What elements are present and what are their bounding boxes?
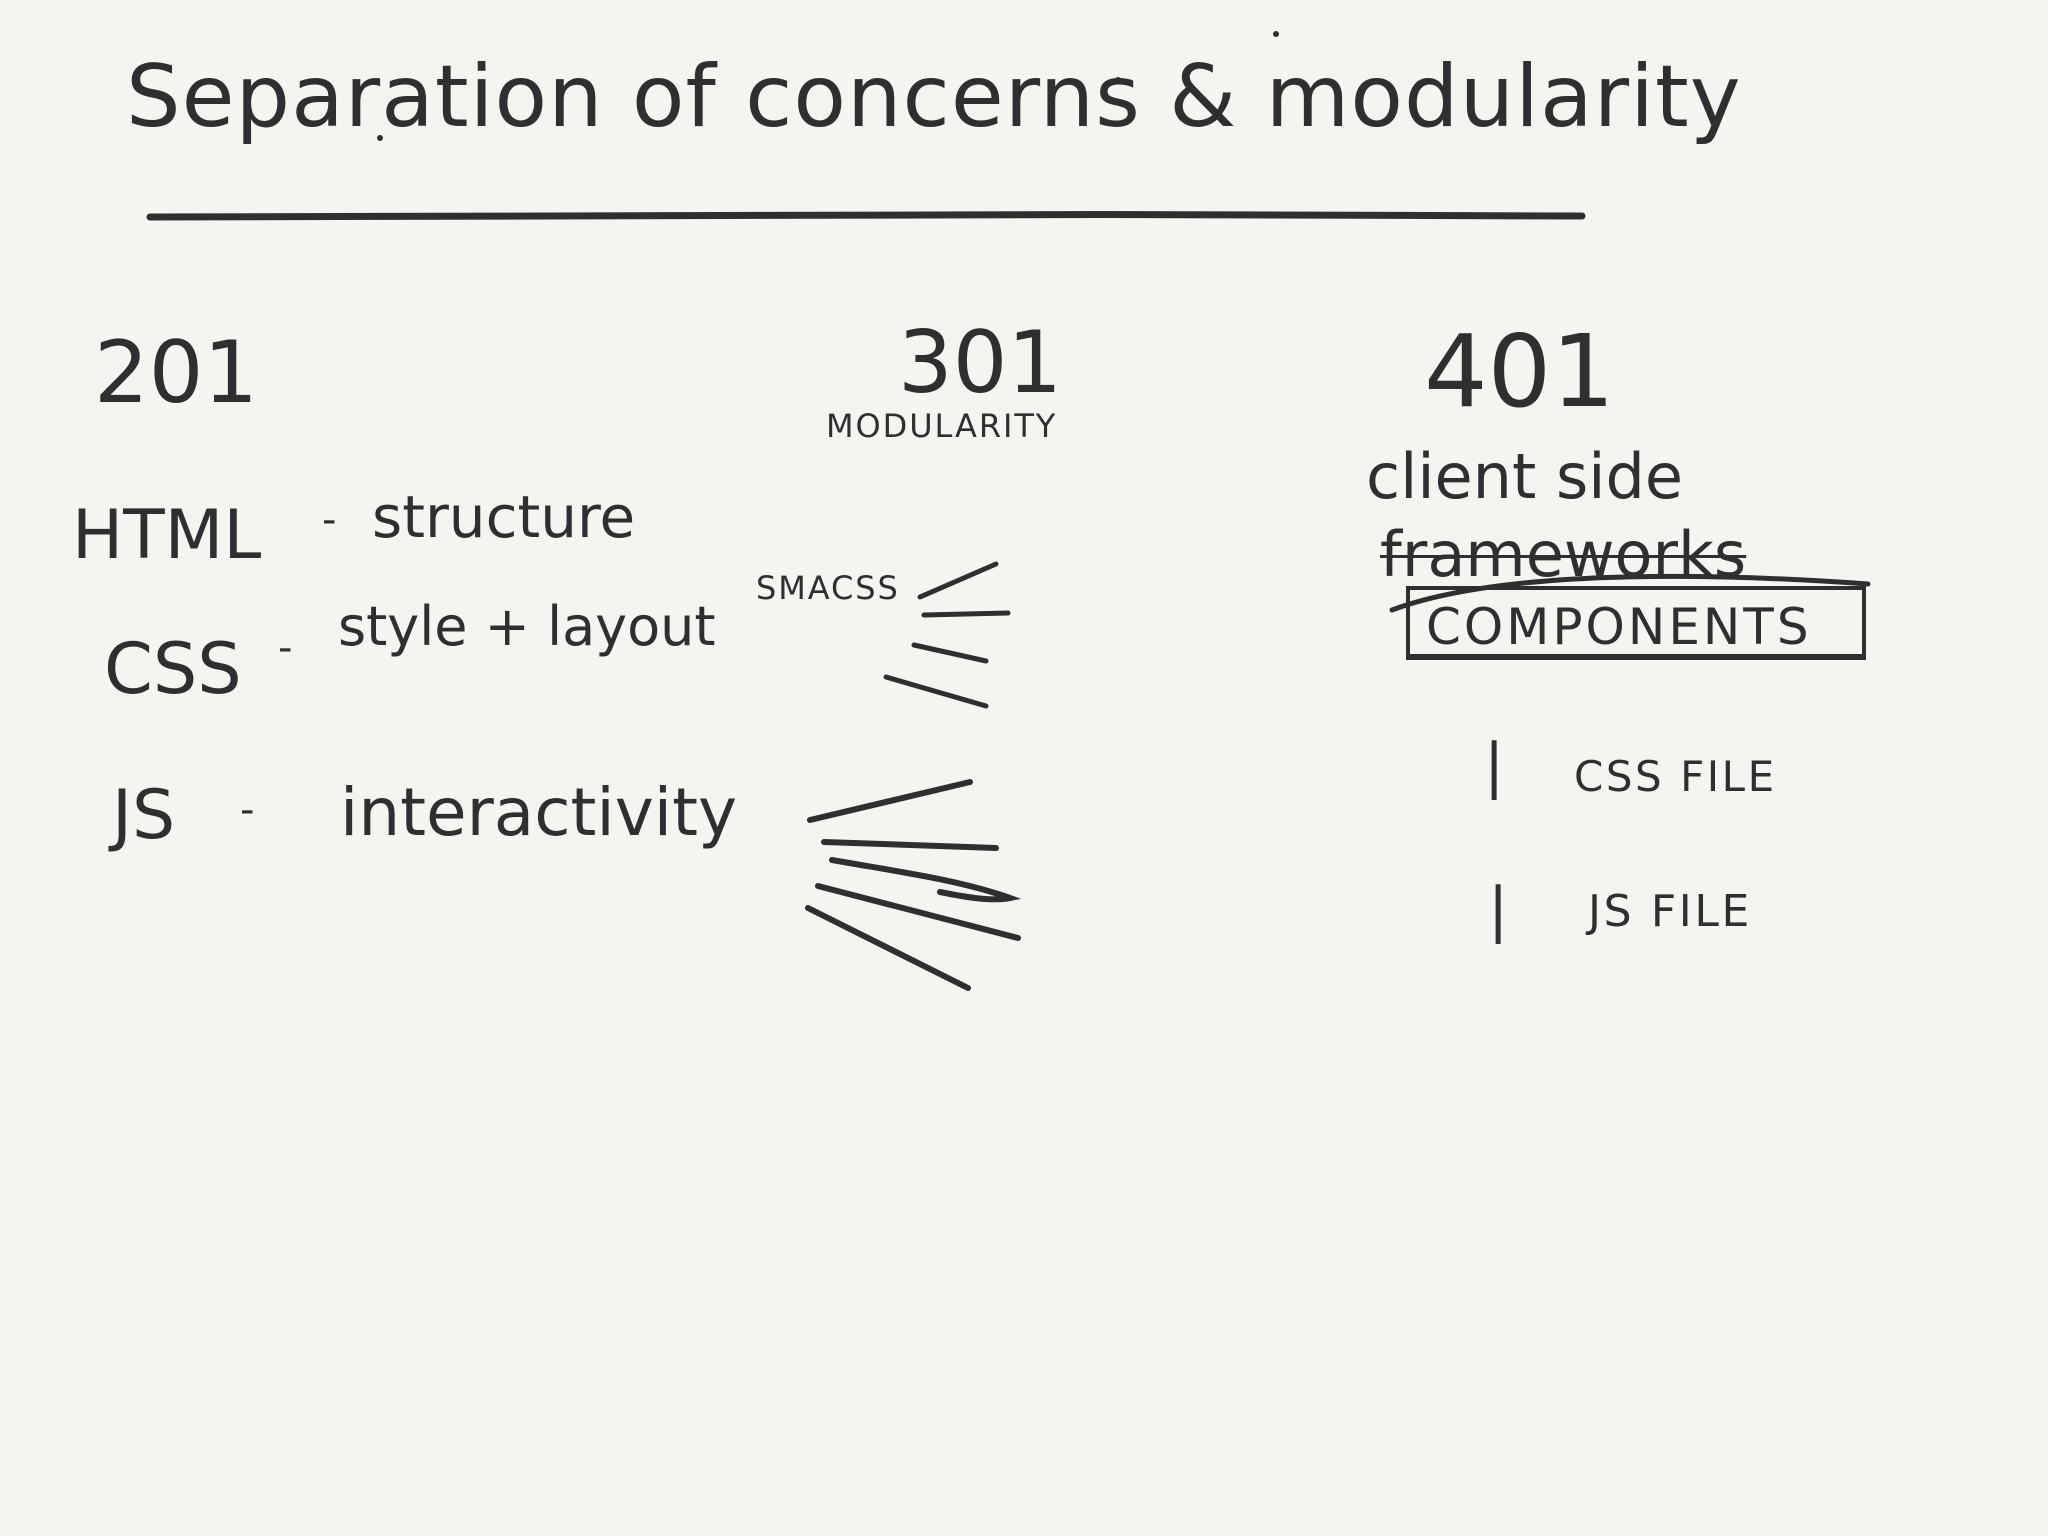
js-line-3 [829, 857, 1022, 903]
subheading-modularity: MODULARITY [826, 407, 1058, 445]
js-file-label: JS FILE [1588, 886, 1752, 937]
row-html-term: HTML [72, 496, 262, 575]
row-css-description: style + layout [338, 595, 716, 658]
client-side-label: client side [1366, 440, 1684, 513]
js-line-5 [805, 905, 971, 991]
heading-401: 401 [1424, 313, 1615, 430]
row-js-dash: - [240, 787, 255, 833]
title-underline [146, 210, 1586, 221]
css-file-label: CSS FILE [1574, 752, 1777, 801]
row-css-term: CSS [104, 628, 242, 710]
js-line-2 [821, 839, 999, 851]
row-js-description: interactivity [340, 774, 738, 851]
js-line-1 [807, 779, 973, 823]
smacss-line-1 [917, 561, 999, 600]
heading-301: 301 [898, 313, 1063, 413]
row-css-dash: - [278, 625, 293, 671]
js-line-4 [815, 883, 1021, 941]
smacss-line-3 [911, 642, 989, 664]
row-html-dash: - [322, 497, 337, 543]
smacss-label: SMACSS [756, 569, 900, 607]
css-file-bar: | [1484, 731, 1505, 801]
row-html-description: structure [372, 483, 636, 551]
ink-dot-1 [1273, 31, 1279, 37]
frameworks-label: frameworks [1380, 518, 1747, 591]
page-title: Separation of concerns & modularity [126, 47, 1742, 147]
smacss-line-2 [921, 610, 1011, 618]
smacss-line-4 [883, 674, 989, 709]
components-label: COMPONENTS [1426, 598, 1812, 656]
heading-201: 201 [94, 323, 259, 423]
row-js-term: JS [112, 776, 176, 855]
js-file-bar: | [1488, 875, 1509, 945]
